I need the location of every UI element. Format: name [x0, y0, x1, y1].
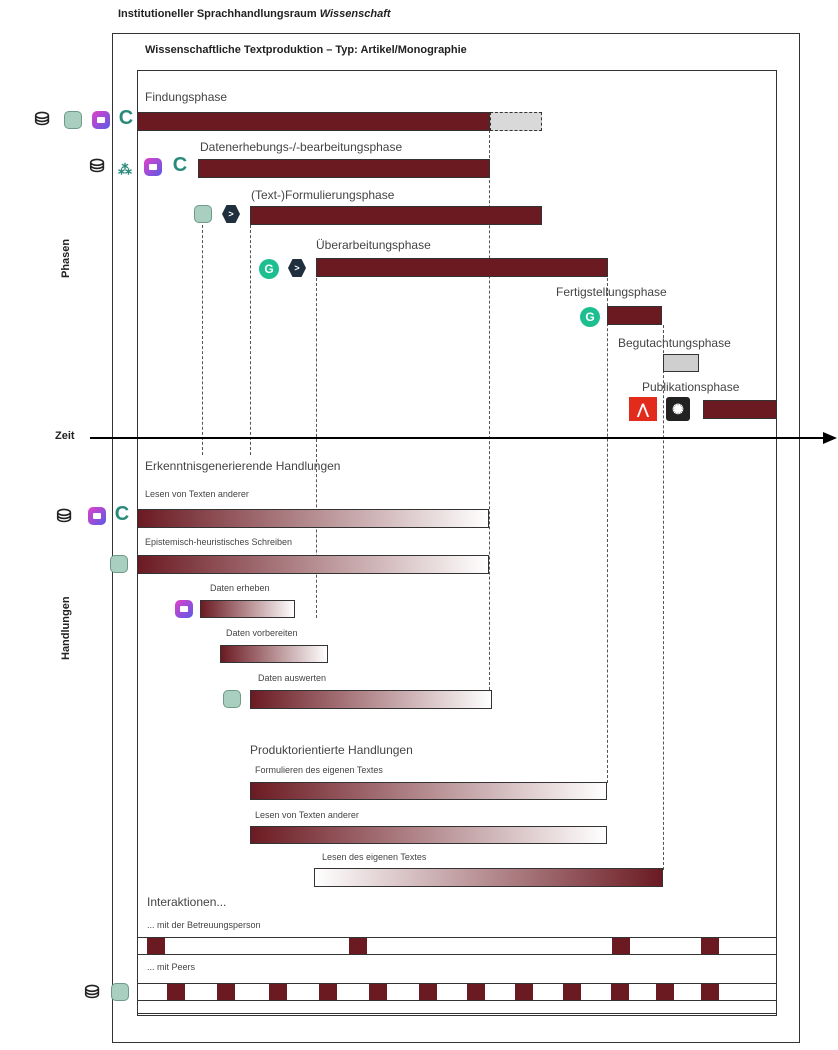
interaction-mark: [701, 984, 719, 1000]
interaction-mark: [612, 938, 630, 954]
interaction-mark: [349, 938, 367, 954]
phasen-label: Phasen: [60, 238, 72, 278]
activity-bar: [314, 868, 663, 887]
openai-icon: ✺: [666, 397, 690, 421]
deepl-hex-icon: >: [222, 205, 240, 223]
guide-line: [663, 325, 664, 870]
chat-app-icon: [175, 600, 193, 618]
phase-label: Publikationsphase: [642, 380, 740, 394]
section-title-interaktion: Interaktionen...: [147, 895, 227, 909]
guide-line: [607, 278, 608, 783]
interaction-mark: [147, 938, 165, 954]
activity-label: Formulieren des eigenen Textes: [255, 765, 383, 775]
phase-label: Fertigstellungsphase: [556, 285, 667, 299]
phase-bar-formulierung: [250, 206, 542, 225]
c-logo-icon: C: [114, 502, 130, 525]
activity-label: Epistemisch-heuristisches Schreiben: [145, 537, 293, 547]
interaction-mark: [419, 984, 437, 1000]
phase-label: Überarbeitungsphase: [316, 238, 431, 252]
chat-app-icon: [92, 111, 110, 129]
chat-app-icon: [88, 507, 106, 525]
peers-track: [137, 983, 777, 1001]
guide-line: [250, 225, 251, 455]
section-title-produkt: Produktorientierte Handlungen: [250, 743, 413, 757]
stack-icon: ⛁: [34, 108, 50, 129]
tool-square-icon: [110, 555, 128, 573]
c-logo-icon: C: [172, 153, 188, 176]
interaction-mark: [369, 984, 387, 1000]
tool-square-icon: [64, 111, 82, 129]
interaction-mark: [467, 984, 485, 1000]
interaction-mark: [656, 984, 674, 1000]
interaction-mark: [319, 984, 337, 1000]
phase-bar-fertigstellung: [607, 306, 662, 325]
activity-bar: [250, 690, 492, 709]
section-title-erkenntnis: Erkenntnisgenerierende Handlungen: [145, 459, 341, 473]
phase-label: (Text-)Formulierungsphase: [251, 188, 395, 202]
activity-label: Lesen des eigenen Textes: [322, 852, 427, 862]
interaction-mark: [167, 984, 185, 1000]
zeit-label: Zeit: [55, 430, 75, 442]
stack-icon: ⛁: [84, 981, 100, 1002]
phase-bar-findung-extension: [490, 112, 542, 131]
interaction-mark: [701, 938, 719, 954]
activity-label: Daten auswerten: [258, 673, 327, 683]
activity-bar: [137, 555, 489, 574]
interaction-mark: [269, 984, 287, 1000]
interaction-mark: [217, 984, 235, 1000]
time-axis: [90, 437, 825, 439]
guide-line: [202, 225, 203, 455]
guide-line: [489, 130, 490, 690]
phase-label: Findungsphase: [145, 90, 228, 104]
tool-square-icon: [111, 983, 129, 1001]
inner-title: Wissenschaftliche Textproduktion – Typ: …: [145, 44, 467, 56]
handlungen-label: Handlungen: [60, 596, 72, 660]
activity-label: Daten erheben: [210, 583, 270, 593]
activity-bar: [250, 826, 607, 844]
activity-label: Lesen von Texten anderer: [145, 489, 249, 499]
grammar-g-icon: G: [580, 307, 600, 327]
time-axis-arrow: [823, 432, 837, 444]
inner-frame: [137, 70, 777, 1016]
activity-label: Lesen von Texten anderer: [255, 810, 359, 820]
phase-label: Begutachtungsphase: [618, 336, 731, 350]
tool-square-icon: [223, 690, 241, 708]
phase-bar-datenerhebung: [198, 159, 490, 178]
interaction-mark: [515, 984, 533, 1000]
activity-label: Daten vorbereiten: [226, 628, 298, 638]
activity-bar: [220, 645, 328, 663]
interaction-label: ... mit der Betreuungsperson: [147, 920, 261, 930]
deepl-hex-icon: >: [288, 259, 306, 277]
outer-title: Institutioneller Sprachhandlungsraum Wis…: [118, 8, 391, 20]
peers-track-bottom: [137, 1000, 777, 1014]
tool-square-icon: [194, 205, 212, 223]
activity-bar: [137, 509, 489, 528]
interaction-mark: [611, 984, 629, 1000]
betreuung-track: [137, 937, 777, 955]
activity-bar: [250, 782, 607, 800]
interaction-label: ... mit Peers: [147, 962, 196, 972]
phase-bar-publikation: [703, 400, 777, 419]
stack-icon: ⛁: [56, 505, 72, 526]
outer-frame: [112, 33, 800, 1043]
activity-bar: [200, 600, 295, 618]
chat-app-icon: [144, 158, 162, 176]
grammar-g-icon: G: [259, 259, 279, 279]
c-logo-icon: C: [118, 106, 134, 129]
guide-line: [316, 278, 317, 618]
interaction-mark: [563, 984, 581, 1000]
phase-bar-begutachtung: [663, 354, 699, 372]
phase-bar-ueberarbeitung: [316, 258, 608, 277]
network-node-icon: ⁂: [118, 160, 132, 177]
phase-bar-findung: [137, 112, 490, 131]
acrobat-icon: ⋀: [629, 397, 657, 421]
stack-icon: ⛁: [89, 155, 105, 176]
phase-label: Datenerhebungs-/-bearbeitungsphase: [200, 140, 403, 154]
